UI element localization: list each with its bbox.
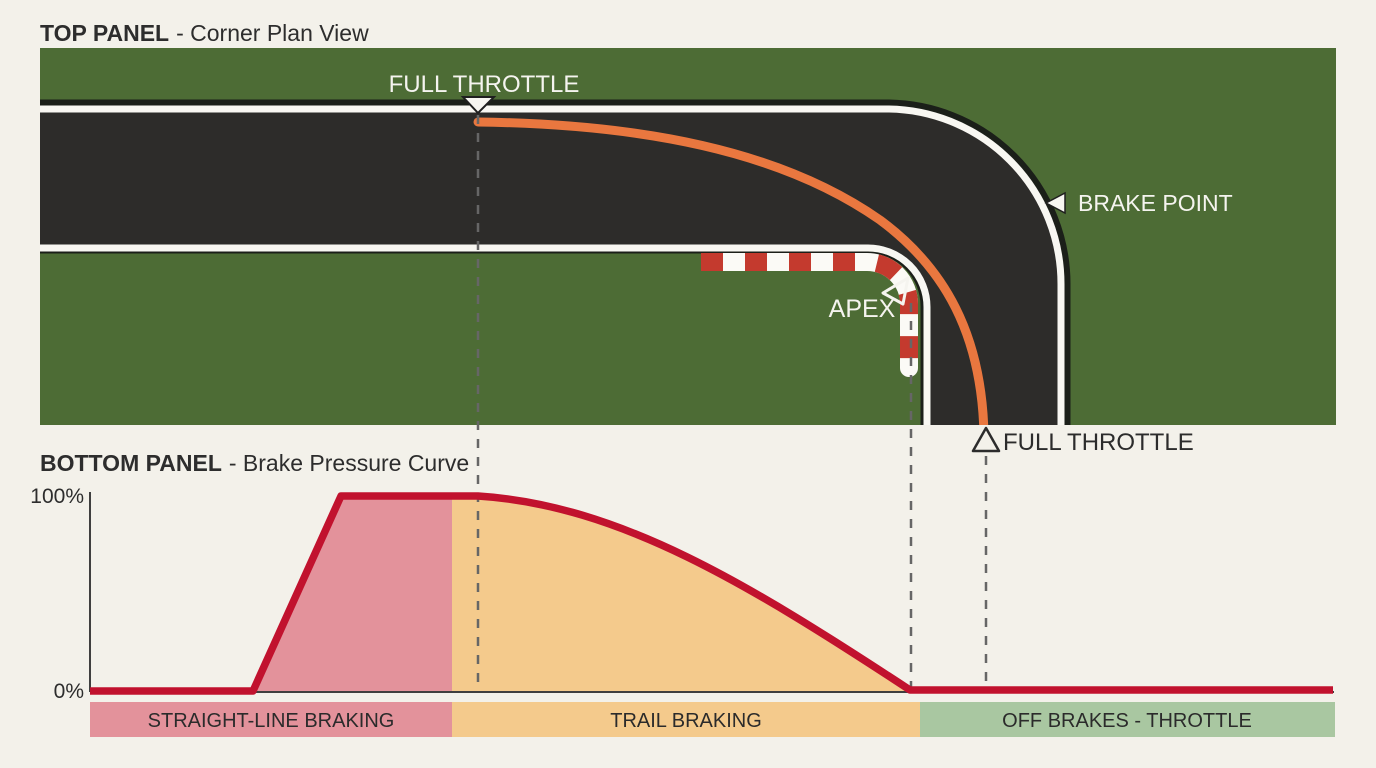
- brake-point-marker-icon: [1044, 191, 1066, 215]
- corner-plan-view: [40, 48, 1336, 425]
- y-axis-0-label: 0%: [54, 680, 84, 703]
- brake-pressure-curve: [90, 492, 1333, 695]
- track-inner-edge-line: [40, 244, 931, 425]
- zone-band-straight-line-braking: [90, 702, 452, 737]
- full-throttle-entry-marker-icon: [460, 96, 497, 115]
- full-throttle-exit-label: FULL THROTTLE: [1003, 429, 1194, 456]
- y-axis-100-label: 100%: [30, 485, 84, 508]
- zone-label-trail-braking: TRAIL BRAKING: [610, 710, 762, 732]
- apex-label: APEX: [829, 295, 896, 323]
- top-panel-title: TOP PANEL- Corner Plan View: [40, 20, 369, 46]
- zone-label-straight-line-braking: STRAIGHT-LINE BRAKING: [148, 710, 395, 732]
- apex-marker-icon: [881, 276, 910, 306]
- track-outer-edge-line: [40, 105, 1065, 425]
- bottom-panel-title: BOTTOM PANEL- Brake Pressure Curve: [40, 450, 469, 476]
- full-throttle-entry-label: FULL THROTTLE: [389, 71, 580, 98]
- full-throttle-exit-marker-icon: [971, 426, 1001, 453]
- zone-label-off-brakes-throttle: OFF BRAKES - THROTTLE: [1002, 710, 1252, 732]
- zone-band-off-brakes-throttle: [920, 702, 1335, 737]
- racing-line: [473, 117, 989, 425]
- chart-fill-straight-line-braking: [253, 497, 452, 692]
- zone-band-trail-braking: [452, 702, 920, 737]
- apex-curb-red-blocks: [701, 253, 918, 364]
- chart-fill-trail-braking: [452, 497, 910, 692]
- brake-point-label: BRAKE POINT: [1078, 190, 1233, 216]
